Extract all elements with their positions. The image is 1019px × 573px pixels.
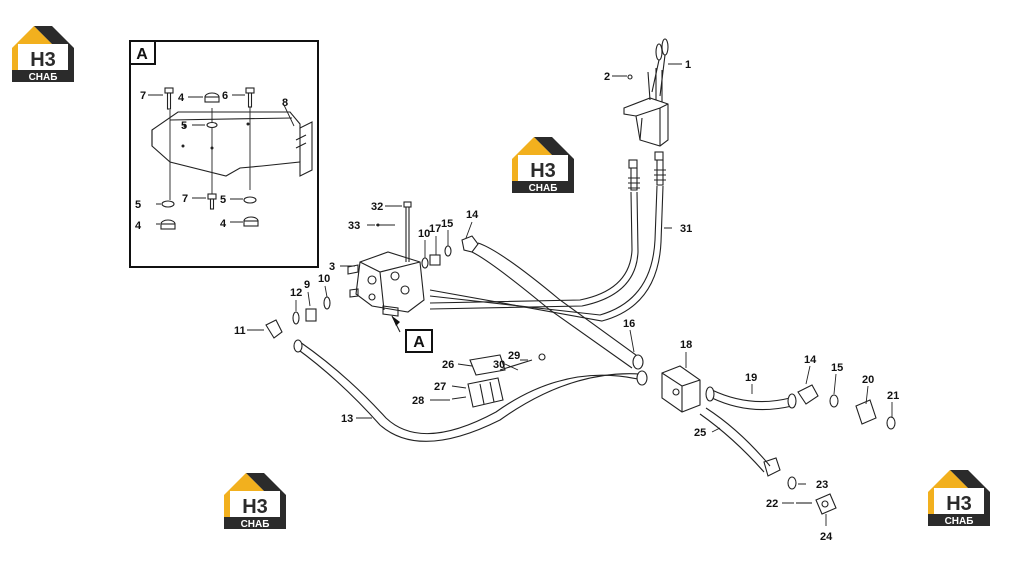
hose-19 bbox=[711, 389, 791, 403]
washer-5-right bbox=[243, 196, 257, 204]
detail-inset: A 7 4 6 8 5 7 5 5 bbox=[129, 40, 319, 268]
seal-15-right bbox=[829, 394, 839, 408]
part-number-label: 14 bbox=[466, 209, 479, 221]
nut-4-left bbox=[160, 219, 176, 230]
svg-text:A: A bbox=[413, 334, 425, 351]
elbow-11 bbox=[265, 319, 283, 339]
control-valve-block bbox=[347, 251, 425, 317]
control-lever-assembly bbox=[623, 38, 669, 147]
control-cable-31a-b bbox=[429, 191, 639, 310]
part-number-label: 31 bbox=[680, 223, 692, 235]
elbow-14-right bbox=[797, 384, 819, 405]
mounting-bracket bbox=[151, 111, 313, 177]
elbow-14-top bbox=[461, 235, 479, 253]
logo-text-bottom: СНАБ bbox=[945, 516, 974, 527]
part-number-label: 4 bbox=[220, 218, 227, 230]
part-number-label: 32 bbox=[371, 201, 383, 213]
part-number-label: 11 bbox=[234, 325, 246, 337]
logo-bottom-left: H3 СНАБ bbox=[224, 473, 286, 530]
part-number-label: 15 bbox=[441, 218, 453, 230]
part-number-label: 21 bbox=[887, 390, 899, 402]
part-number-label: 20 bbox=[862, 374, 874, 386]
bolt-32 bbox=[403, 201, 412, 262]
inset-label: A bbox=[136, 46, 148, 63]
part-number-label: 9 bbox=[304, 279, 310, 291]
part-number-label: 4 bbox=[178, 92, 185, 104]
part-number-label: 16 bbox=[623, 318, 635, 330]
part-number-label: 5 bbox=[135, 199, 141, 211]
hose-13 bbox=[295, 347, 641, 442]
part-number-label: 27 bbox=[434, 381, 446, 393]
bolt-6 bbox=[245, 87, 255, 108]
part-number-label: 8 bbox=[282, 97, 288, 109]
bolt-7-top bbox=[164, 87, 174, 110]
part-number-label: 7 bbox=[182, 193, 188, 205]
part-number-label: 26 bbox=[442, 359, 454, 371]
part-number-label: 23 bbox=[816, 479, 828, 491]
nut-4-right bbox=[243, 216, 259, 227]
logo-text-bottom: СНАБ bbox=[241, 519, 270, 530]
cable-end-right bbox=[654, 151, 666, 186]
hose-16 bbox=[477, 242, 641, 359]
control-cable-31a bbox=[429, 191, 633, 304]
part-number-label: 25 bbox=[694, 427, 706, 439]
logo-text-top: H3 bbox=[30, 49, 56, 71]
logo-text-bottom: СНАБ bbox=[529, 183, 558, 194]
logo-center: H3 СНАБ bbox=[512, 137, 574, 194]
part-number-label: 30 bbox=[493, 359, 505, 371]
part-number-label: 5 bbox=[220, 194, 226, 206]
logo-text-bottom: СНАБ bbox=[29, 72, 58, 83]
logo-text-top: H3 bbox=[242, 496, 268, 518]
logo-top-left: H3 СНАБ bbox=[12, 26, 74, 83]
part-number-label: 15 bbox=[831, 362, 843, 374]
oring-21 bbox=[886, 416, 896, 430]
part-number-label: 7 bbox=[140, 90, 146, 102]
part-number-label: 18 bbox=[680, 339, 692, 351]
part-number-label: 29 bbox=[508, 350, 520, 362]
part-number-label: 14 bbox=[804, 354, 817, 366]
part-number-label: 2 bbox=[604, 71, 610, 83]
washer-5-left bbox=[161, 200, 175, 208]
adapter-20 bbox=[855, 399, 877, 425]
control-cable-31b-b bbox=[429, 185, 664, 322]
distribution-block-18 bbox=[661, 365, 701, 413]
hose-clamp-set bbox=[451, 353, 546, 408]
part-number-label: 13 bbox=[341, 413, 353, 425]
part-number-label: 4 bbox=[135, 220, 142, 232]
adapter-9 bbox=[305, 308, 317, 322]
part-number-label: 19 bbox=[745, 372, 757, 384]
oring-10-left bbox=[323, 296, 331, 310]
logo-bottom-right: H3 СНАБ bbox=[928, 470, 990, 527]
adapter-17 bbox=[429, 254, 441, 266]
part-number-label: 22 bbox=[766, 498, 778, 510]
part-number-label: 17 bbox=[429, 223, 441, 235]
seal-15-top bbox=[444, 245, 452, 257]
hose-25 bbox=[705, 407, 771, 467]
cable-end-left bbox=[628, 159, 640, 191]
screw-2 bbox=[627, 74, 633, 80]
part-number-label: 5 bbox=[181, 120, 187, 132]
part-number-label: 12 bbox=[290, 287, 302, 299]
control-cable-31b bbox=[429, 185, 658, 316]
bolt-7-bottom bbox=[207, 193, 217, 210]
part-number-label: 33 bbox=[348, 220, 360, 232]
nut-4-top bbox=[204, 92, 220, 103]
pin-33 bbox=[376, 223, 395, 227]
part-number-label: 24 bbox=[820, 531, 833, 543]
washer-5-top bbox=[206, 121, 218, 129]
oring-12 bbox=[292, 311, 300, 325]
part-number-label: 10 bbox=[318, 273, 330, 285]
part-number-label: 28 bbox=[412, 395, 424, 407]
callout-a: A bbox=[391, 315, 433, 353]
part-number-label: 3 bbox=[329, 261, 335, 273]
part-number-label: 1 bbox=[685, 59, 691, 71]
logo-text-top: H3 bbox=[530, 160, 556, 182]
logo-text-top: H3 bbox=[946, 493, 972, 515]
part-number-label: 10 bbox=[418, 228, 430, 240]
part-number-label: 6 bbox=[222, 90, 228, 102]
flange-24 bbox=[815, 493, 837, 515]
oring-10-top bbox=[421, 257, 429, 269]
oring-23 bbox=[787, 476, 797, 490]
